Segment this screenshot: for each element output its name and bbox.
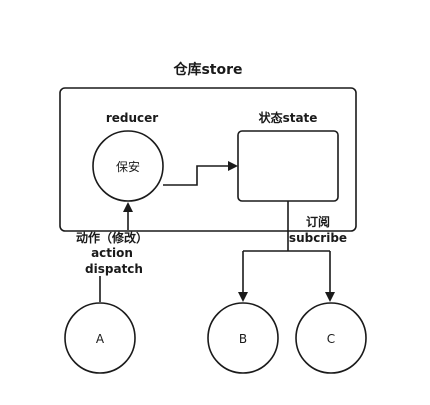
state-label: 状态state bbox=[259, 110, 318, 125]
state-box bbox=[237, 130, 339, 202]
action-label-en: action bbox=[91, 246, 133, 260]
action-label-cn: 动作（修改） bbox=[76, 230, 148, 245]
node-b-circle bbox=[207, 302, 279, 374]
node-b-label: B bbox=[239, 332, 247, 346]
reducer-label: reducer bbox=[106, 111, 158, 125]
guard-label: 保安 bbox=[116, 159, 140, 174]
store-title: 仓库store bbox=[172, 61, 242, 78]
node-a-label: A bbox=[96, 332, 105, 346]
store-box bbox=[59, 87, 357, 232]
node-c-circle bbox=[295, 302, 367, 374]
subscribe-label-cn: 订阅 bbox=[306, 214, 330, 229]
node-c-label: C bbox=[327, 332, 335, 346]
reducer-circle bbox=[92, 130, 164, 202]
reducer-to-state-arrow bbox=[163, 161, 238, 186]
subscribe-label-en: subcribe bbox=[289, 231, 347, 245]
dispatch-label: dispatch bbox=[85, 262, 143, 276]
node-a-circle bbox=[64, 302, 136, 374]
